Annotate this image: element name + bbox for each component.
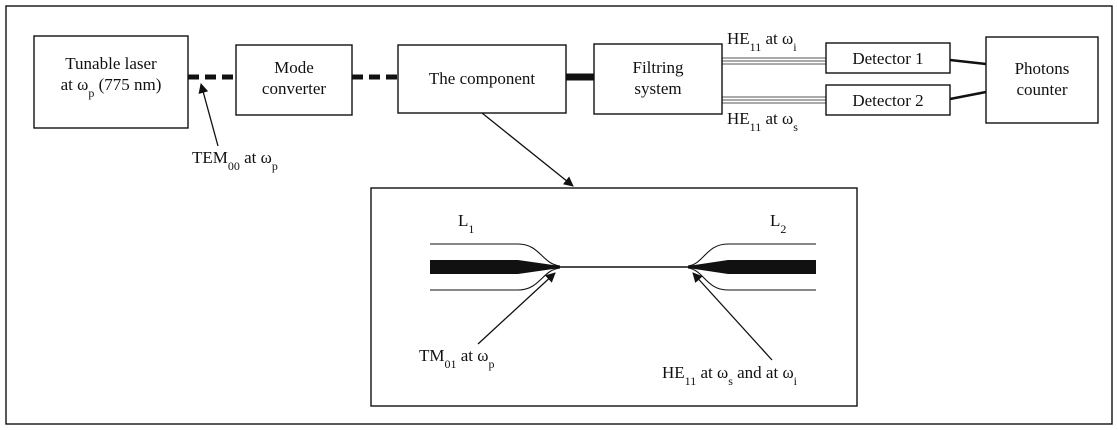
fiber-to-detector2 — [722, 96, 826, 104]
fiber-to-detector1 — [722, 57, 826, 65]
fiber-core-right — [688, 260, 816, 274]
filtering-block: Filtring system — [593, 43, 723, 115]
outer-frame — [5, 5, 1113, 425]
arrow-tm01 — [477, 272, 556, 345]
cladding-left-bottom — [430, 267, 561, 291]
laser-line2: at ωp (775 nm) — [61, 75, 162, 100]
counter-line1: Photons — [1015, 59, 1070, 78]
component-block: The component — [397, 44, 567, 114]
arrow-he11 — [692, 272, 773, 361]
label-he11-idler: HE11 at ωi — [727, 29, 797, 54]
filtering-line2: system — [634, 79, 681, 98]
label-l1: L1 — [458, 211, 474, 236]
arrow-component-to-inset — [481, 112, 574, 187]
detector1-label: Detector 1 — [852, 49, 923, 68]
label-he11-output: HE11 at ωs and at ωi — [662, 363, 798, 388]
detector2-label: Detector 2 — [852, 91, 923, 110]
photons-counter-block: Photons counter — [985, 36, 1099, 124]
component-label: The component — [429, 69, 535, 88]
cladding-right-top — [687, 243, 816, 267]
inset-panel: L1 L2 TM01 at ωp HE11 at ωs and at ωi — [370, 187, 858, 407]
label-he11-signal: HE11 at ωs — [727, 109, 798, 134]
cladding-right-bottom — [687, 267, 816, 291]
detector1-block: Detector 1 — [825, 42, 951, 74]
detector2-block: Detector 2 — [825, 84, 951, 116]
label-l2: L2 — [770, 211, 786, 236]
cable-detector2-to-counter — [949, 90, 987, 101]
cable-detector1-to-counter — [949, 58, 987, 66]
label-tem00: TEM00 at ωp — [192, 148, 278, 173]
mode-converter-block: Mode converter — [235, 44, 353, 116]
filtering-line1: Filtring — [632, 58, 684, 77]
arrow-tem00 — [198, 83, 219, 147]
fiber-core-left — [430, 260, 560, 274]
mode-converter-line2: converter — [262, 79, 327, 98]
mode-converter-line1: Mode — [274, 58, 314, 77]
label-tm01: TM01 at ωp — [419, 346, 494, 371]
laser-block: Tunable laser at ωp (775 nm) — [33, 35, 189, 129]
counter-line2: counter — [1017, 80, 1068, 99]
laser-line1: Tunable laser — [65, 54, 157, 73]
cladding-left-top — [430, 243, 561, 267]
